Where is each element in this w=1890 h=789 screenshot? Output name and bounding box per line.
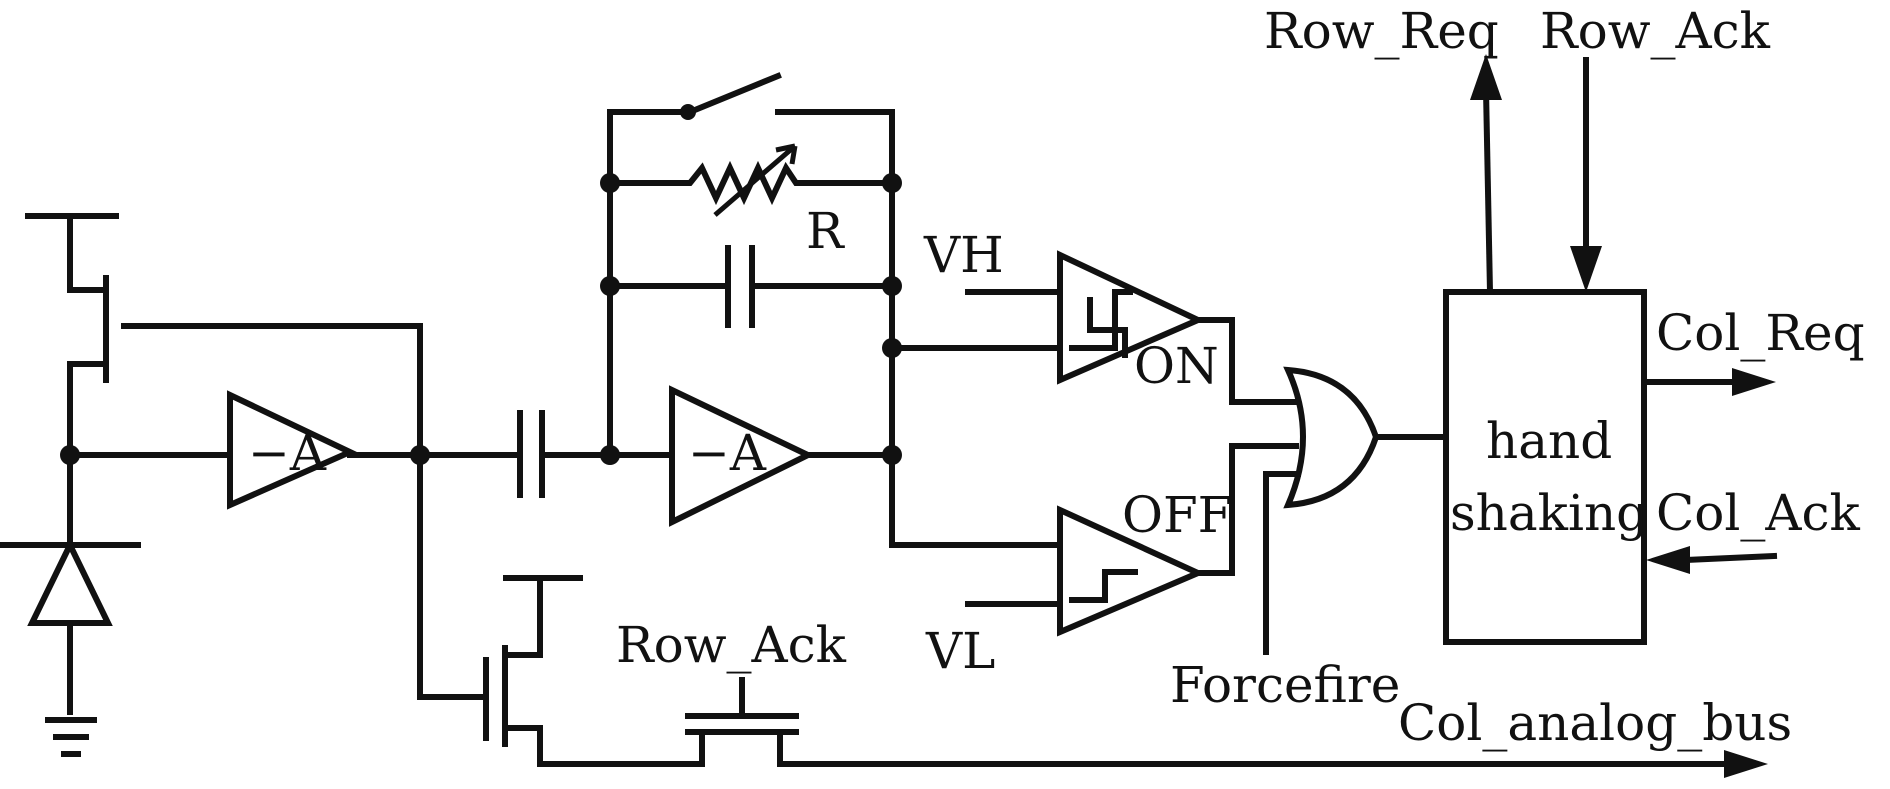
row-ack-bottom-label: Row_Ack bbox=[616, 616, 847, 674]
switch-pivot bbox=[680, 104, 696, 120]
amplifier-2: −A bbox=[669, 385, 815, 527]
junction-dot bbox=[600, 173, 620, 193]
amp1-label: −A bbox=[248, 424, 327, 482]
wire-on-to-or bbox=[1195, 317, 1299, 405]
on-comparator bbox=[965, 250, 1206, 385]
feedback-left-rail bbox=[607, 109, 693, 458]
off-label: OFF bbox=[1122, 486, 1232, 544]
row-req-line bbox=[1482, 86, 1494, 296]
resistor-arrow bbox=[713, 143, 798, 217]
vh-label: VH bbox=[923, 226, 1004, 284]
col-ack-line bbox=[1682, 552, 1778, 564]
col-ack-arrowhead bbox=[1646, 546, 1690, 574]
row-req-label: Row_Req bbox=[1264, 2, 1499, 60]
col-req-arrowhead bbox=[1732, 368, 1776, 396]
off-comparator bbox=[965, 505, 1206, 637]
col-analog-bus-label: Col_analog_bus bbox=[1398, 694, 1792, 752]
vdd-bar bbox=[25, 213, 119, 293]
row-ack-arrowhead bbox=[1570, 246, 1602, 292]
vl-label: VL bbox=[925, 622, 995, 680]
junction-dot bbox=[882, 276, 902, 296]
reset-switch bbox=[686, 72, 895, 545]
col-analog-bus-arrowhead bbox=[1724, 750, 1768, 778]
junction-dot bbox=[600, 276, 620, 296]
shaking-label: shaking bbox=[1450, 484, 1648, 542]
source-follower-transistor bbox=[483, 575, 705, 767]
wire-to-off-comparator bbox=[889, 452, 1063, 548]
ground-symbol bbox=[45, 717, 97, 757]
feedback-transistor bbox=[67, 275, 423, 459]
photodiode bbox=[0, 452, 141, 715]
handshaking-block bbox=[1443, 289, 1647, 645]
coupling-capacitor bbox=[517, 410, 613, 498]
junction-dot bbox=[60, 445, 80, 465]
row-req-arrowhead bbox=[1470, 54, 1502, 100]
photoreceptor-section bbox=[0, 213, 423, 757]
col-req-label: Col_Req bbox=[1656, 304, 1865, 362]
junction-dot bbox=[882, 173, 902, 193]
feedback-capacitor bbox=[607, 245, 895, 328]
row-ack-top-label: Row_Ack bbox=[1540, 2, 1771, 60]
resistor-label: R bbox=[806, 202, 845, 260]
amplifier-1: −A bbox=[227, 390, 358, 510]
or-gate bbox=[1283, 366, 1380, 509]
wire-off-to-or bbox=[1195, 443, 1299, 576]
forcefire-label: Forcefire bbox=[1170, 656, 1400, 714]
wire-to-source-follower bbox=[417, 452, 489, 700]
wire-forcefire bbox=[1263, 471, 1301, 655]
on-label: ON bbox=[1134, 337, 1219, 395]
col-ack-label: Col_Ack bbox=[1656, 484, 1860, 542]
row-select-transistor bbox=[685, 677, 799, 767]
hand-label: hand bbox=[1486, 412, 1612, 470]
amp2-label: −A bbox=[688, 424, 767, 482]
variable-resistor bbox=[607, 160, 895, 206]
